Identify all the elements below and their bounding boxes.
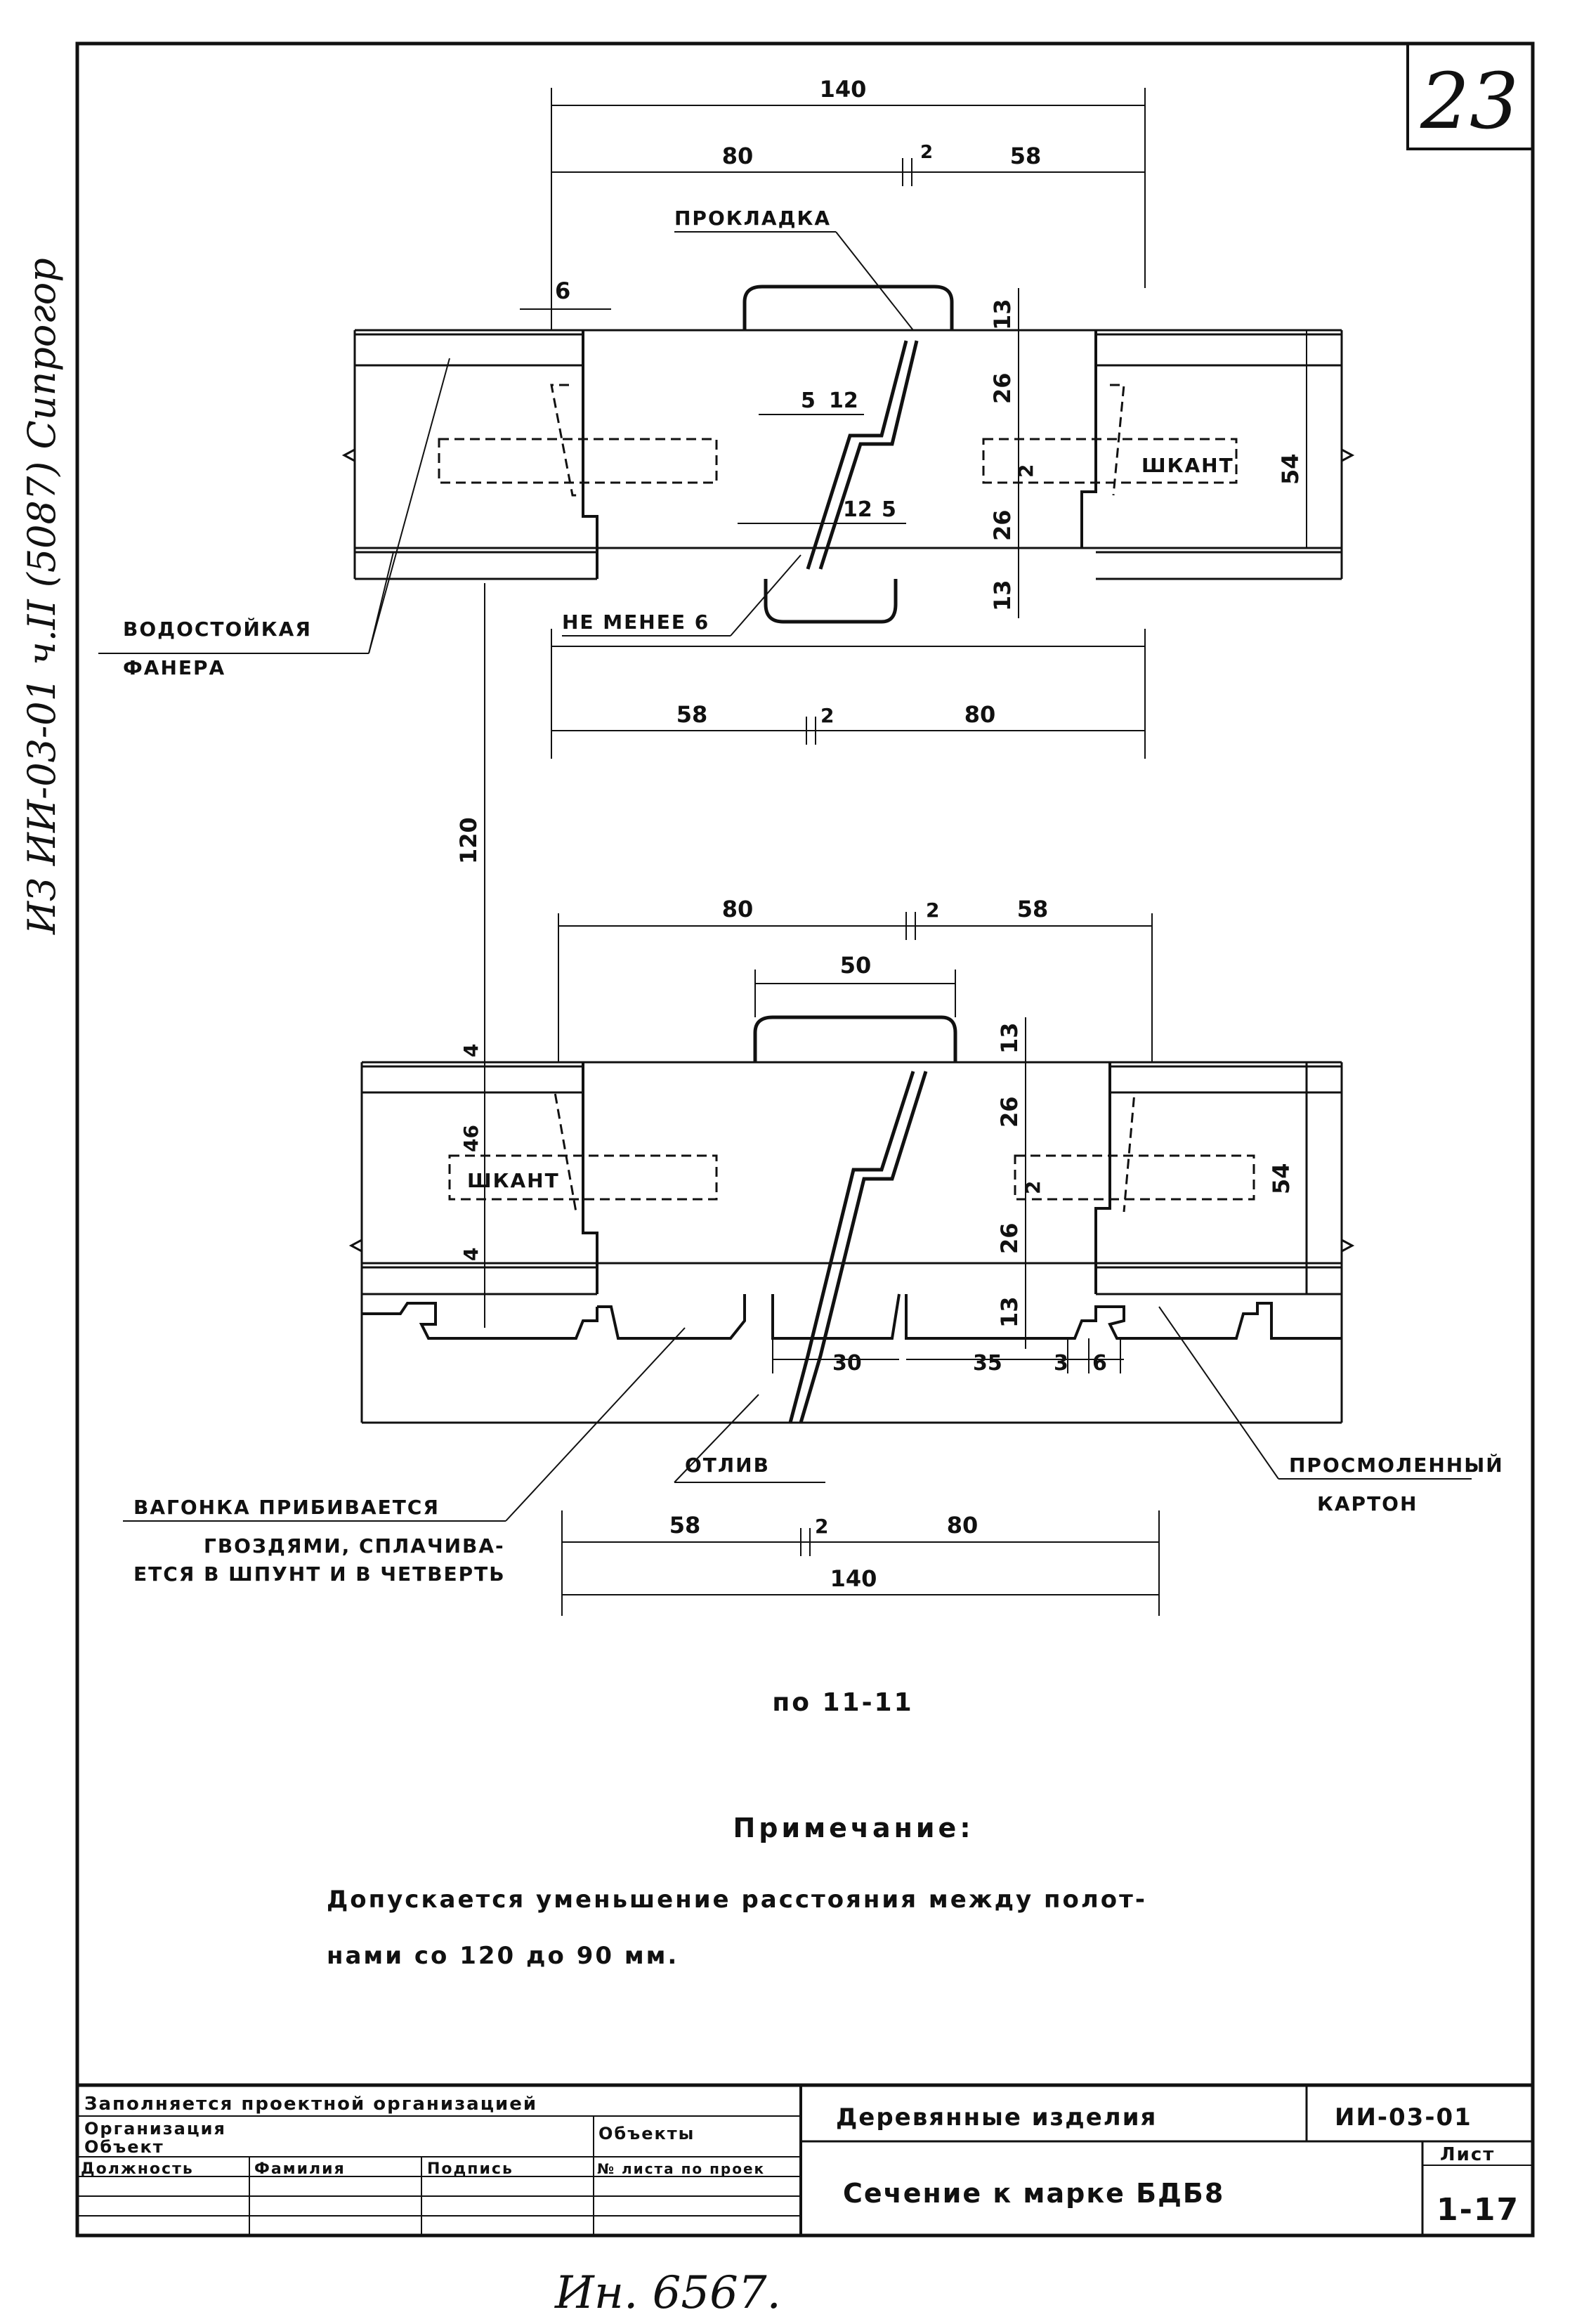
sheet-badge: 23 [1420,56,1519,146]
bot-dim-b3: 3 [1054,1351,1068,1376]
label-plywood-1: ВОДОСТОЙКАЯ [123,617,312,641]
label-felt-2: КАРТОН [1317,1492,1418,1515]
top-dim-h-mid2: 26 [989,509,1016,541]
top-dim-edge: 6 [555,278,570,304]
top-dim-thickness: 54 [1277,453,1304,485]
bot-dim-skin-bot: 4 [459,1248,483,1261]
label-board-2: ГВОЗДЯМИ, СПЛАЧИВА- [204,1534,505,1558]
bot-dim-h-mid1: 26 [996,1096,1023,1128]
label-notch: ОТЛИВ [685,1454,770,1477]
top-bottom-dim-gap: 2 [820,704,834,727]
tb-col-surname: Фамилия [254,2160,346,2178]
top-dim-h-bot: 13 [989,580,1016,611]
top-dim-right: 58 [1010,143,1042,169]
label-gasket: ПРОКЛАДКА [674,207,831,230]
bot-dim-h-bot: 13 [996,1296,1023,1328]
top-label-dowel: ШКАНТ [1141,454,1234,477]
top-dim-h-dowel: 2 [1014,464,1038,478]
top-dim-left: 80 [722,143,754,169]
top-dim-step-b: 12 [829,389,858,413]
bot-dim-h-mid2: 26 [996,1222,1023,1254]
low-dim-gap: 2 [815,1515,828,1538]
tb-series-title: Деревянные изделия [836,2103,1157,2132]
bot-label-dowel: ШКАНТ [467,1169,560,1192]
top-detail [98,88,1355,759]
bot-dim-right: 58 [1017,896,1049,922]
top-bottom-dim-right: 80 [964,701,996,728]
low-dim-total: 140 [830,1565,877,1592]
tb-col-position: Должность [81,2160,194,2178]
label-board-1: ВАГОНКА ПРИБИВАЕТСЯ [133,1496,440,1519]
bot-dim-cap: 50 [840,952,872,979]
top-plywood [353,329,1343,580]
bot-dim-b4: 6 [1092,1351,1107,1376]
bot-dim-left: 80 [722,896,754,922]
tb-objects-short: Объекты [598,2124,695,2143]
tb-col-signature: Подпись [427,2160,513,2178]
top-dim-h-mid1: 26 [989,372,1016,404]
top-dim-total: 140 [820,76,867,103]
tb-object: Объект [84,2137,164,2157]
bot-dim-thickness: 54 [1268,1163,1295,1194]
tb-col-sheet-ref: № листа по проек [597,2160,765,2177]
sheet-frame [75,41,1535,2238]
bot-dim-b1: 30 [832,1351,862,1376]
tb-organization: Организация [84,2119,226,2139]
tb-sheet-label: Лист [1440,2144,1495,2165]
bot-dim-inner: 46 [459,1125,483,1152]
tb-sheet-number: 1-17 [1437,2192,1519,2228]
bot-dim-gap: 2 [926,899,939,922]
spacing-dim: 120 [455,817,482,864]
top-bottom-dim-left: 58 [676,701,708,728]
section-caption: по 11-11 [772,1688,913,1717]
tb-sheet-title: Сечение к марке БДБ8 [843,2178,1224,2209]
bot-dim-h-dowel: 2 [1021,1181,1045,1194]
top-dim-h-top: 13 [989,299,1016,330]
bot-dim-h-top: 13 [996,1022,1023,1054]
top-dim-step-a: 5 [801,389,816,413]
label-board-3: ЕТСЯ В ШПУНТ И В ЧЕТВЕРТЬ [133,1562,506,1586]
bottom-plywood [360,1061,1343,1295]
bot-dim-b2: 35 [973,1351,1002,1376]
top-dim-step-d: 5 [882,497,896,522]
tb-filled-by: Заполняется проектной организацией [84,2094,537,2115]
low-dim-left: 58 [669,1512,701,1539]
low-dim-right: 80 [947,1512,979,1539]
label-plywood-2: ФАНЕРА [123,656,225,679]
top-dim-gap: 2 [920,142,933,163]
note-line-2: нами со 120 до 90 мм. [327,1942,679,1970]
bot-dim-skin-top: 4 [459,1044,483,1057]
side-inscription: ИЗ ИИ-03-01 ч.II (5087) Сипрогор [20,258,64,935]
title-block [77,2083,1533,2235]
top-dim-step-c: 12 [843,497,872,522]
label-min: НЕ МЕНЕЕ 6 [562,611,709,634]
tb-code: ИИ-03-01 [1335,2103,1472,2132]
note-line-1: Допускается уменьшение расстояния между … [327,1886,1147,1914]
bottom-detail [123,912,1472,1616]
label-felt-1: ПРОСМОЛЕННЫЙ [1289,1453,1504,1477]
footer-handwritten: Ин. 6567. [554,2267,781,2319]
note-title: Примечание: [733,1813,974,1843]
